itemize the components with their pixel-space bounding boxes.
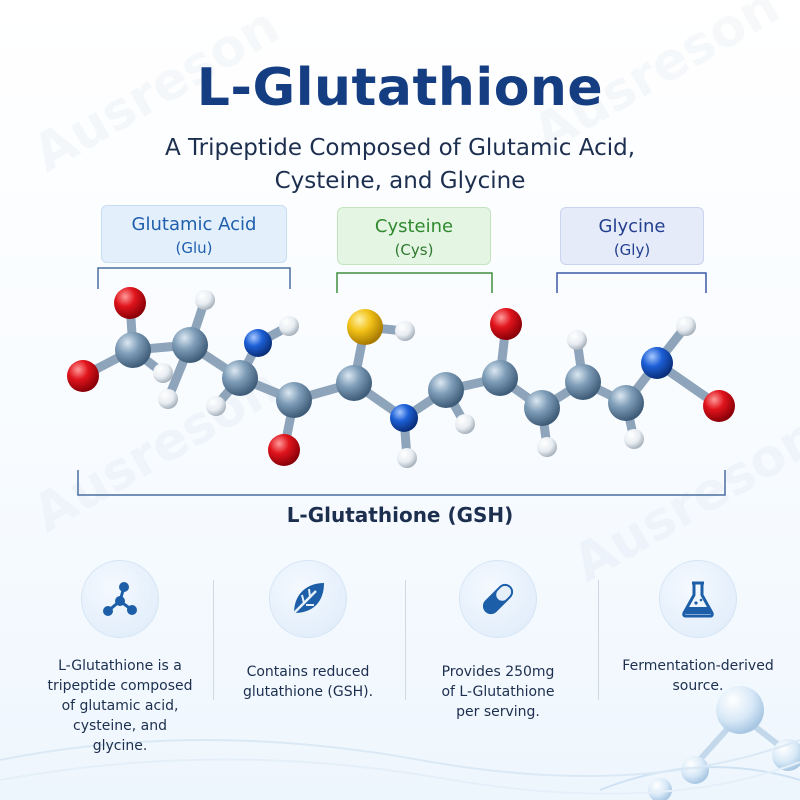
glutathione-molecule (67, 287, 735, 468)
amino-acid-name: Glycine (598, 216, 666, 237)
subtitle-line-1: A Tripeptide Composed of Glutamic Acid, (164, 135, 636, 161)
gly-bracket (556, 272, 707, 293)
glycine-label: Glycine (Gly) (560, 207, 704, 265)
nitrogen-atom (390, 404, 418, 432)
carbon-atom (608, 385, 644, 421)
feature-composition: L-Glutathione is a tripeptide composed o… (30, 560, 210, 756)
carbon-atom (482, 360, 518, 396)
glutamic-acid-label: Glutamic Acid (Glu) (101, 205, 287, 263)
nitrogen-atom (244, 329, 272, 357)
glu-bracket (97, 267, 291, 289)
carbon-atom (524, 390, 560, 426)
hydrogen-atom (395, 321, 415, 341)
hydrogen-atom (567, 330, 587, 350)
leaf-icon (293, 583, 324, 614)
amino-acid-name: Glutamic Acid (131, 214, 257, 235)
feature-reduced-gsh: Contains reduced glutathione (GSH). (218, 560, 398, 702)
feature-dosage: Provides 250mg of L-Glutathione per serv… (408, 560, 588, 722)
cys-bracket (336, 272, 493, 293)
carbon-atom (336, 365, 372, 401)
hydrogen-atom (397, 448, 417, 468)
feature-text: Contains reduced glutathione (GSH). (242, 664, 374, 700)
capsule-icon (482, 583, 514, 615)
hydrogen-atom (537, 437, 557, 457)
hydrogen-atom (455, 414, 475, 434)
cysteine-label: Cysteine (Cys) (337, 207, 491, 265)
feature-icon-circle (81, 560, 159, 638)
oxygen-atom (703, 390, 735, 422)
decorative-bubbles (600, 686, 800, 800)
feature-text: Fermentation-derived source. (622, 658, 774, 694)
hydrogen-atom (153, 363, 173, 383)
decorative-wave (0, 739, 800, 795)
page-title: L-Glutathione (196, 58, 604, 118)
molecule-label: L-Glutathione (GSH) (286, 503, 514, 527)
feature-text: L-Glutathione is a tripeptide composed o… (47, 658, 193, 754)
brackets (77, 267, 726, 496)
subtitle-line-2: Cysteine, and Glycine (274, 168, 526, 194)
divider (213, 580, 214, 700)
oxygen-atom (114, 287, 146, 319)
oxygen-atom (67, 360, 99, 392)
hydrogen-atom (676, 316, 696, 336)
amino-acid-abbr: (Gly) (613, 241, 651, 259)
hydrogen-atom (279, 316, 299, 336)
carbon-atom (115, 332, 151, 368)
feature-icon-circle (269, 560, 347, 638)
divider (598, 580, 599, 700)
divider (405, 580, 406, 700)
molecule-icon (103, 582, 137, 616)
carbon-atom (428, 372, 464, 408)
page-subtitle: A Tripeptide Composed of Glutamic Acid, … (100, 132, 700, 198)
oxygen-atom (268, 434, 300, 466)
carbon-atom (172, 327, 208, 363)
feature-icon-circle (659, 560, 737, 638)
hydrogen-atom (624, 429, 644, 449)
amino-acid-abbr: (Glu) (175, 239, 213, 257)
sulfur-atom (347, 309, 383, 345)
carbon-atom (276, 382, 312, 418)
feature-text: Provides 250mg of L-Glutathione per serv… (441, 664, 555, 720)
nitrogen-atom (641, 347, 673, 379)
molecule-atoms (67, 287, 735, 468)
amino-acid-name: Cysteine (374, 216, 454, 237)
gsh-bracket (77, 470, 726, 496)
hydrogen-atom (195, 290, 215, 310)
carbon-atom (565, 364, 601, 400)
feature-source: Fermentation-derived source. (608, 560, 788, 696)
flask-icon (682, 581, 714, 618)
carbon-atom (222, 360, 258, 396)
hydrogen-atom (206, 396, 226, 416)
feature-icon-circle (459, 560, 537, 638)
oxygen-atom (490, 308, 522, 340)
amino-acid-abbr: (Cys) (394, 241, 434, 259)
hydrogen-atom (158, 389, 178, 409)
